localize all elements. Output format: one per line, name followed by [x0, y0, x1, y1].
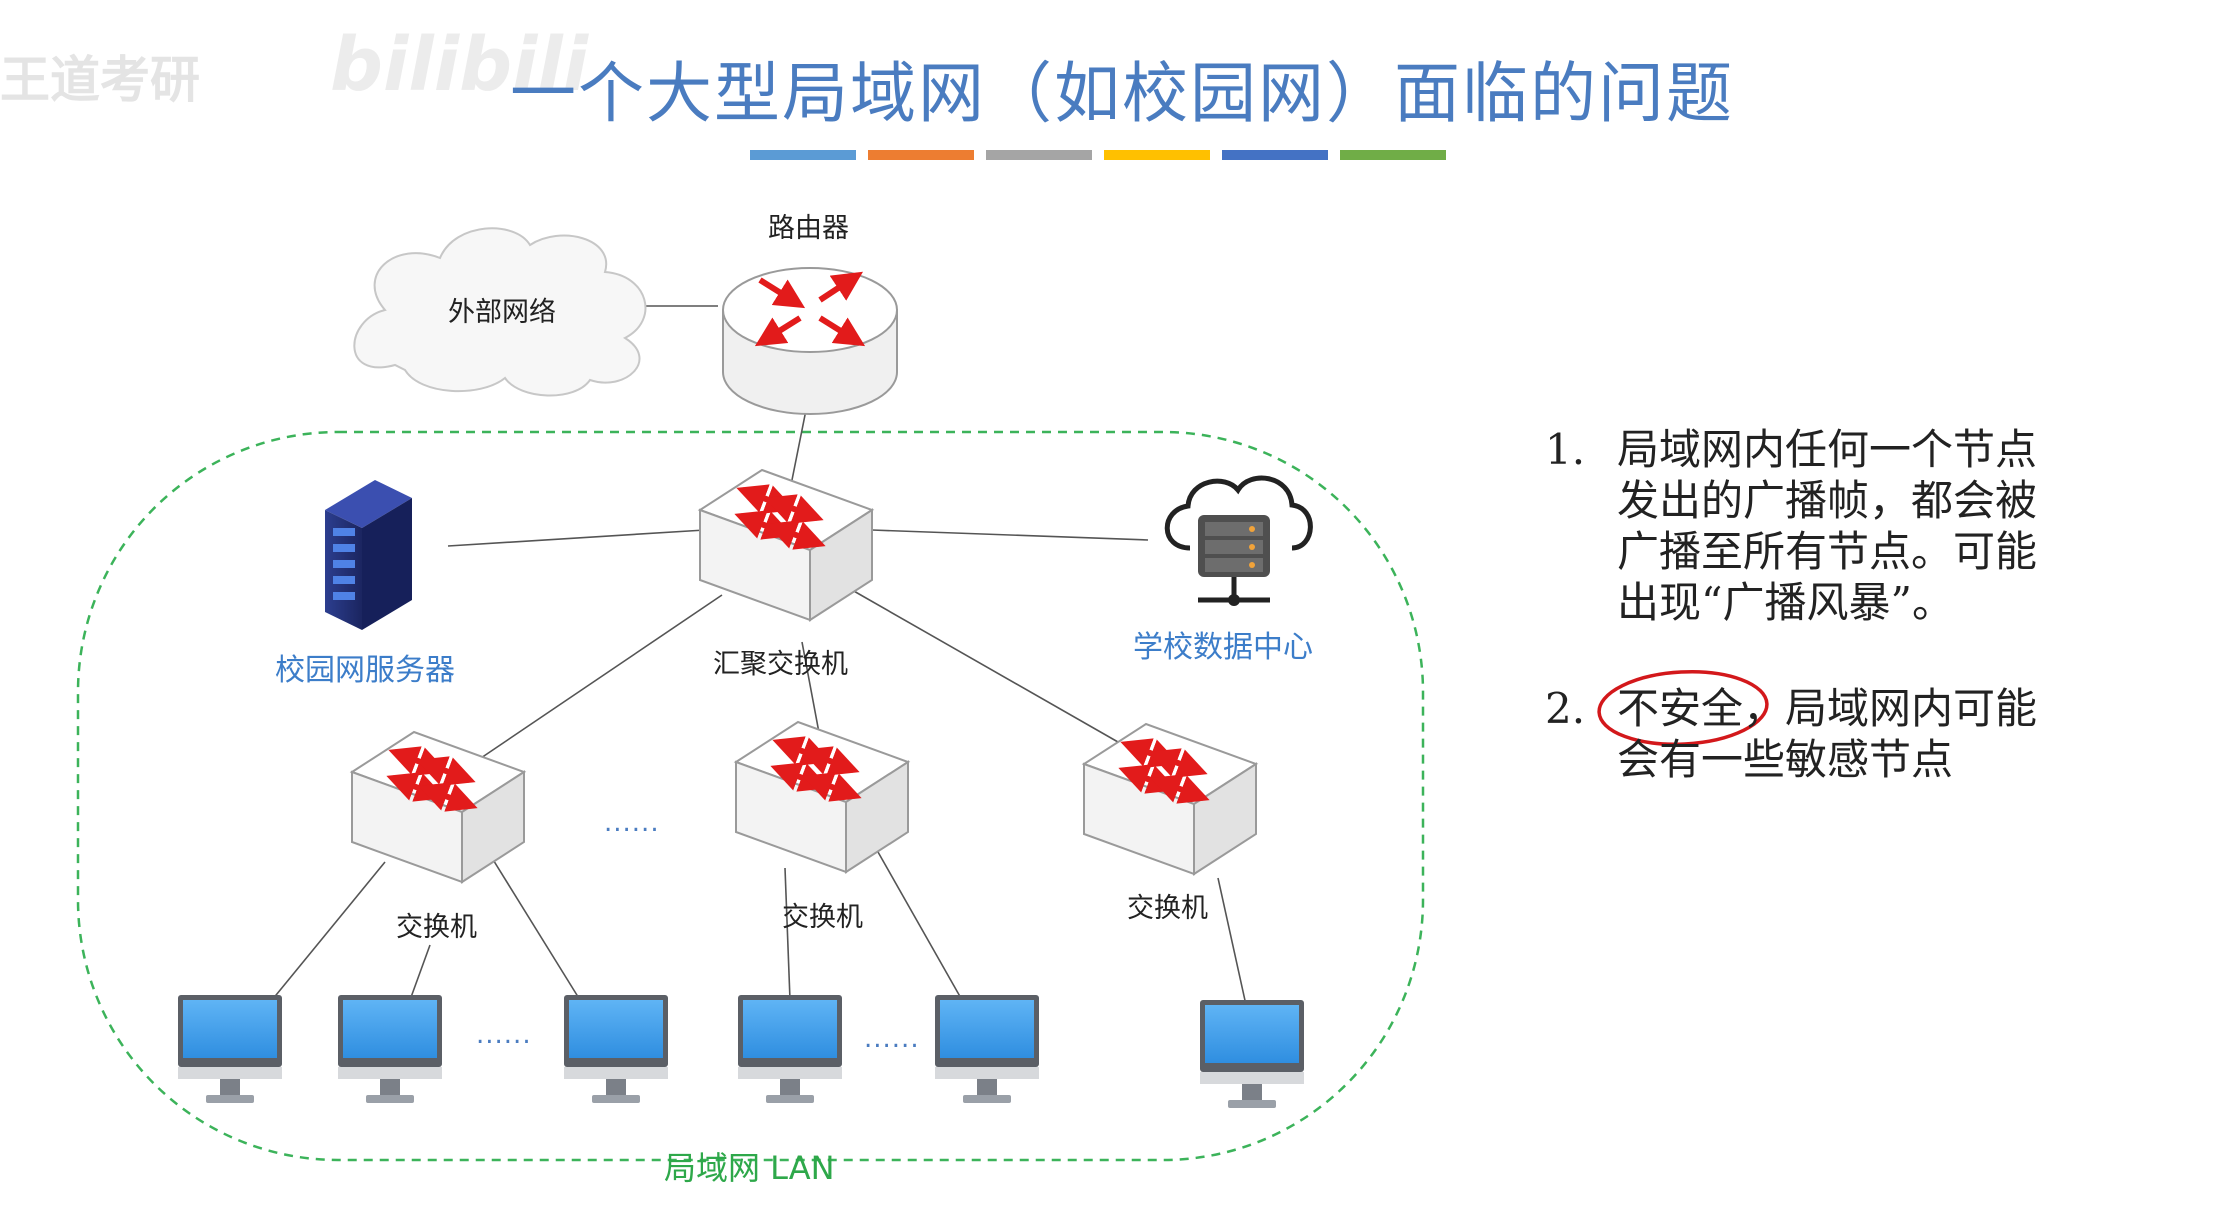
router-icon [722, 267, 898, 415]
color-bar-segment [1340, 150, 1446, 160]
switch-middle-label: 交换机 [782, 902, 863, 933]
note-line: 局域网内任何一个节点 [1617, 425, 2038, 474]
note-line: 出现“广播风暴”。 [1617, 578, 1954, 627]
note-line: 发出的广播帧，都会被 [1617, 476, 2038, 525]
watermark-ghost-text: 王道考研 [0, 51, 200, 109]
color-bar-segment [1222, 150, 1328, 160]
computer-ellipsis-right: ...... [864, 1024, 920, 1054]
computer-icon [935, 995, 1039, 1103]
switch-ellipsis: ...... [604, 808, 660, 838]
campus-server-label: 校园网服务器 [275, 653, 455, 688]
slide-title: 一个大型局域网（如校园网）面临的问题 [510, 55, 1734, 132]
router-label: 路由器 [768, 213, 849, 244]
lan-boundary [76, 430, 1425, 1162]
color-bar-segment [750, 150, 856, 160]
switch-left-label: 交换机 [396, 912, 477, 943]
core-switch-icon [700, 470, 872, 620]
bilibili-logo: bilibili [330, 22, 589, 108]
computer-icon [1200, 1000, 1304, 1108]
computer-icon [738, 995, 842, 1103]
computer-ellipsis-left: ...... [476, 1020, 532, 1050]
lan-label: 局域网 LAN [664, 1149, 835, 1187]
color-bar-segment [868, 150, 974, 160]
note-line: 不安全，局域网内可能 [1617, 684, 2038, 733]
switch-left-icon [352, 732, 524, 882]
red-circle-annotation [1597, 670, 1769, 746]
server-rack-icon [325, 480, 412, 630]
note-line: 广播至所有节点。可能 [1617, 527, 2038, 576]
switch-middle-icon [736, 722, 908, 872]
switch-right-label: 交换机 [1127, 893, 1208, 924]
note-line: 会有一些敏感节点 [1617, 735, 1954, 784]
color-bar-segment [986, 150, 1092, 160]
cloud-icon [353, 227, 647, 397]
external-network-label: 外部网络 [448, 297, 556, 328]
computer-icon [178, 995, 282, 1103]
color-bar-segment [1104, 150, 1210, 160]
core-switch-label: 汇聚交换机 [713, 649, 848, 680]
computer-icon [564, 995, 668, 1103]
links [271, 305, 1247, 1006]
switch-right-icon [1084, 724, 1256, 874]
data-center-label: 学校数据中心 [1133, 630, 1313, 665]
computer-icon [338, 995, 442, 1103]
note-number: 1. [1545, 425, 1586, 474]
note-number: 2. [1545, 684, 1586, 733]
data-center-icon [1164, 475, 1313, 606]
